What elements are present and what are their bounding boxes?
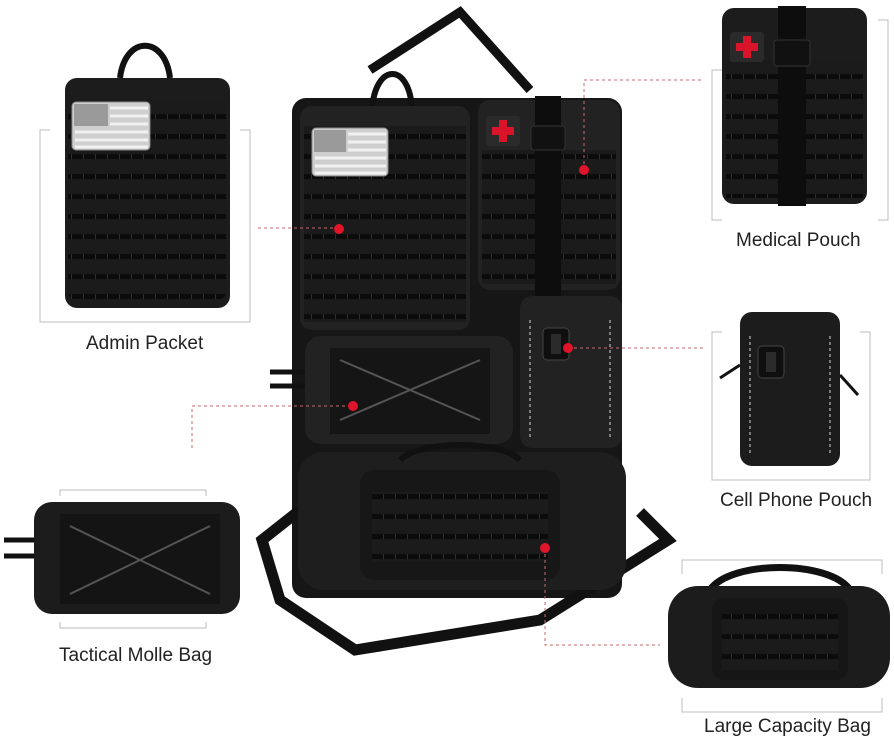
us-flag-patch-icon [71,101,151,151]
cell-phone-pouch-label: Cell Phone Pouch [720,490,873,511]
large-capacity-bag-image [668,564,890,688]
side-release-buckle-icon [757,345,785,379]
seat-back-organizer-image [255,6,677,656]
tactical-molle-bag-label: Tactical Molle Bag [59,645,213,666]
medical-cross-icon [486,116,520,146]
frame-brackets [39,19,889,713]
medical-pouch-label: Medical Pouch [736,230,861,251]
admin-packet-label: Admin Packet [86,333,204,354]
medical-pouch-image [722,6,867,206]
cell-phone-pouch-image [719,312,860,466]
tactical-molle-bag-image [4,502,240,614]
large-capacity-bag-label: Large Capacity Bag [704,716,871,737]
callout-dots [334,165,589,553]
medical-cross-icon [730,32,764,62]
us-flag-patch-icon [311,127,389,177]
admin-packet-image [65,42,230,308]
callout-lines [191,79,704,646]
